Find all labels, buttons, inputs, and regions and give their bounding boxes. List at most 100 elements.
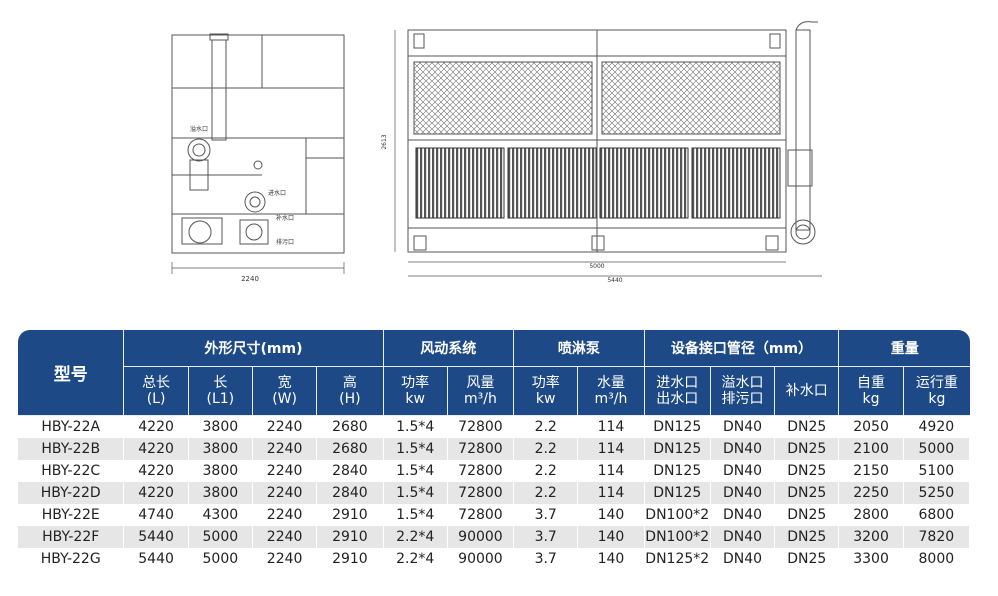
front-height-dimension: 2613 bbox=[381, 134, 388, 149]
side-label-inlet: 进水口 bbox=[268, 189, 286, 197]
sub-header-cell: 进水口出水口 bbox=[644, 367, 711, 416]
table-cell: 5250 bbox=[903, 482, 970, 504]
table-cell: 2240 bbox=[252, 416, 318, 438]
sub-header-cell: 补水口 bbox=[775, 367, 840, 416]
table-cell: DN125 bbox=[644, 416, 711, 438]
sub-header-cell: 宽(W) bbox=[252, 367, 318, 416]
table-cell: 4220 bbox=[124, 416, 189, 438]
table-cell: 2150 bbox=[839, 460, 904, 482]
sub-header-line2: 排污口 bbox=[721, 391, 764, 407]
table-cell: 4740 bbox=[124, 504, 189, 526]
group-weight: 重量 bbox=[839, 330, 970, 367]
table-cell: DN25 bbox=[775, 548, 840, 570]
table-cell: 2910 bbox=[317, 548, 384, 570]
sub-header-cell: 总长(L) bbox=[124, 367, 189, 416]
table-cell: DN125 bbox=[644, 438, 711, 460]
table-cell: DN125*2 bbox=[644, 548, 711, 570]
table-cell: 2.2 bbox=[514, 416, 579, 438]
table-cell: 3800 bbox=[188, 438, 253, 460]
sub-header-line2: kg bbox=[928, 391, 946, 407]
side-view-drawing bbox=[171, 33, 345, 274]
model-cell: HBY-22B bbox=[18, 438, 125, 460]
table-cell: 5440 bbox=[124, 526, 189, 548]
table-cell: 2.2 bbox=[514, 438, 579, 460]
table-cell: 2050 bbox=[839, 416, 904, 438]
sub-header-line1: 长 bbox=[213, 375, 228, 391]
table-cell: 4220 bbox=[124, 482, 189, 504]
sub-header-line1: 风量 bbox=[466, 375, 495, 391]
table-cell: 90000 bbox=[447, 526, 515, 548]
table-cell: DN40 bbox=[710, 438, 776, 460]
table-cell: DN40 bbox=[710, 416, 776, 438]
table-cell: DN125 bbox=[644, 460, 711, 482]
table-cell: 2840 bbox=[317, 482, 384, 504]
sub-header-line2: kw bbox=[405, 391, 425, 407]
table-cell: 1.5*4 bbox=[383, 438, 448, 460]
sub-header-line2: kg bbox=[862, 391, 880, 407]
front-inner-dimension: 5000 bbox=[589, 263, 604, 270]
table-cell: DN40 bbox=[710, 548, 776, 570]
group-header-row: 型号 外形尺寸(mm) 风动系统 喷淋泵 设备接口管径（mm） 重量 bbox=[18, 330, 970, 416]
side-label-overflow: 溢水口 bbox=[190, 125, 208, 133]
table-cell: 2680 bbox=[317, 416, 384, 438]
table-cell: 2840 bbox=[317, 460, 384, 482]
table-cell: 72800 bbox=[447, 416, 515, 438]
sub-header-line1: 自重 bbox=[857, 375, 886, 391]
table-cell: DN100*2 bbox=[644, 504, 711, 526]
table-cell: 4300 bbox=[188, 504, 253, 526]
side-label-drain: 排污口 bbox=[276, 238, 294, 246]
table-cell: 72800 bbox=[447, 460, 515, 482]
group-pipe-diameter: 设备接口管径（mm） bbox=[644, 330, 840, 367]
side-width-dimension: 2240 bbox=[241, 275, 259, 283]
sub-header-cell: 溢水口排污口 bbox=[710, 367, 776, 416]
table-cell: 2910 bbox=[317, 526, 384, 548]
table-cell: 2240 bbox=[252, 526, 318, 548]
table-cell: 3.7 bbox=[514, 548, 579, 570]
table-cell: 140 bbox=[578, 526, 645, 548]
sub-header-line2: m³/h bbox=[464, 391, 497, 407]
table-cell: DN25 bbox=[775, 526, 840, 548]
table-cell: DN25 bbox=[775, 504, 840, 526]
table-cell: 3200 bbox=[839, 526, 904, 548]
model-cell: HBY-22A bbox=[18, 416, 125, 438]
table-cell: DN40 bbox=[710, 482, 776, 504]
sub-header-line1: 高 bbox=[342, 375, 357, 391]
table-cell: 3800 bbox=[188, 416, 253, 438]
model-cell: HBY-22D bbox=[18, 482, 125, 504]
sub-header-line2: (L1) bbox=[206, 391, 235, 407]
table-cell: 4220 bbox=[124, 438, 189, 460]
model-cell: HBY-22F bbox=[18, 526, 125, 548]
table-cell: 1.5*4 bbox=[383, 460, 448, 482]
table-cell: 8000 bbox=[903, 548, 970, 570]
sub-header-line1: 补水口 bbox=[785, 383, 828, 399]
table-cell: 3300 bbox=[839, 548, 904, 570]
sub-header-line1: 功率 bbox=[531, 375, 560, 391]
table-cell: 2.2*4 bbox=[383, 548, 448, 570]
table-cell: 3800 bbox=[188, 460, 253, 482]
table-cell: 2.2 bbox=[514, 460, 579, 482]
sub-header-line1: 进水口 bbox=[656, 375, 699, 391]
table-cell: 90000 bbox=[447, 548, 515, 570]
table-cell: 2680 bbox=[317, 438, 384, 460]
table-cell: 4920 bbox=[903, 416, 970, 438]
model-cell: HBY-22C bbox=[18, 460, 125, 482]
sub-header-line1: 运行重 bbox=[915, 375, 958, 391]
table-cell: 2240 bbox=[252, 504, 318, 526]
table-cell: 140 bbox=[578, 504, 645, 526]
table-cell: 72800 bbox=[447, 504, 515, 526]
table-cell: DN25 bbox=[775, 438, 840, 460]
table-cell: DN40 bbox=[710, 504, 776, 526]
sub-header-line2: (L) bbox=[146, 391, 166, 407]
group-spray-pump: 喷淋泵 bbox=[514, 330, 645, 367]
model-cell: HBY-22G bbox=[18, 548, 125, 570]
front-view-drawing bbox=[394, 21, 822, 277]
table-cell: DN25 bbox=[775, 460, 840, 482]
